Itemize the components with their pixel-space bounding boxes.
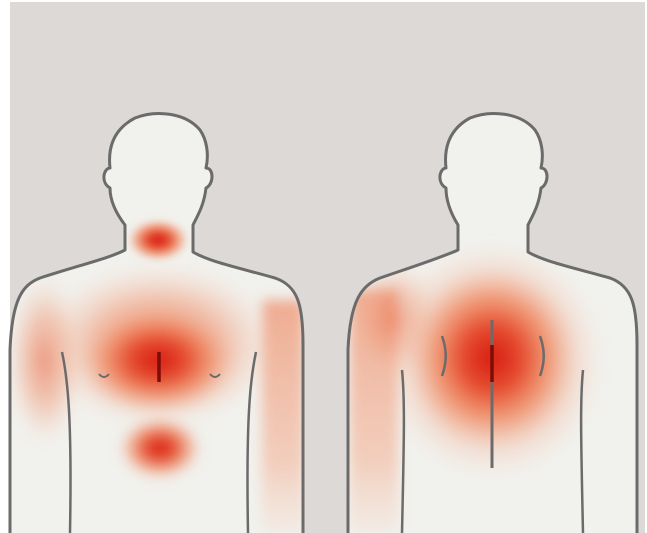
front-abdomen-pain xyxy=(118,416,202,480)
front-neck-pain xyxy=(126,218,190,262)
